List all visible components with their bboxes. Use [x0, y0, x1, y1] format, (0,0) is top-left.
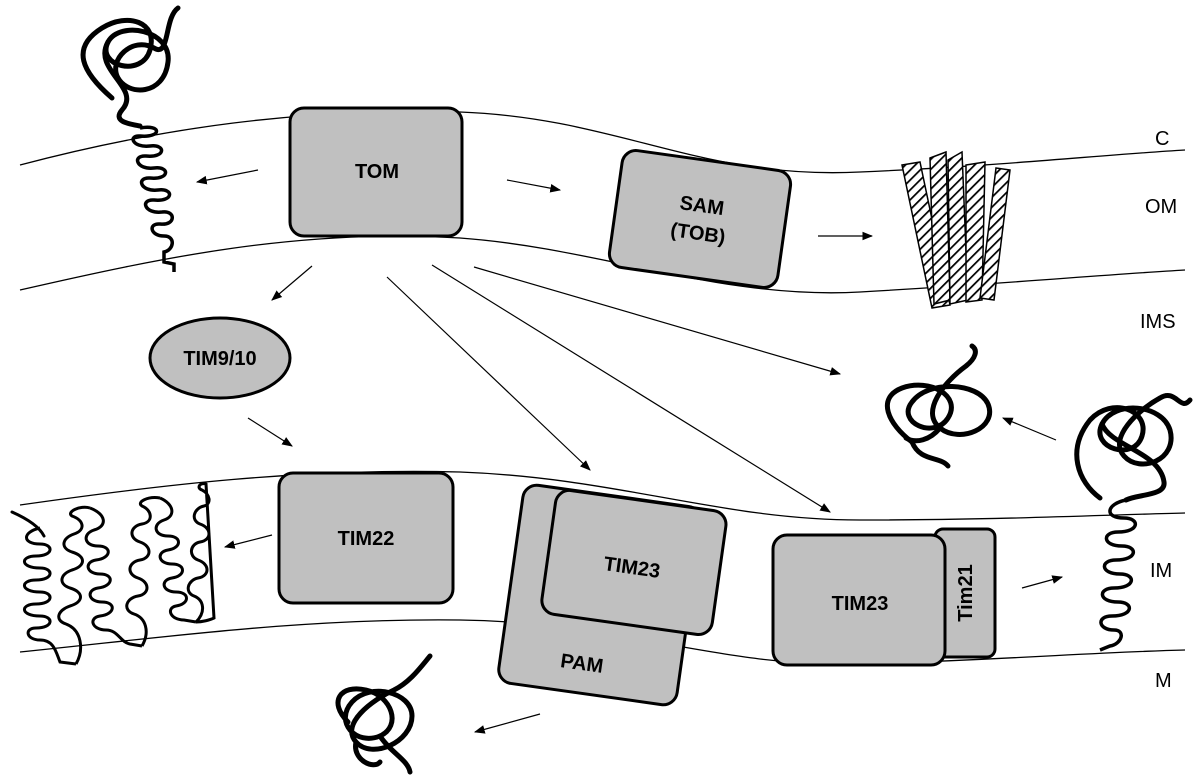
compartment-ims: IMS	[1140, 311, 1176, 333]
arrow-matrix-release	[475, 714, 540, 732]
arrow-tom-to-helix	[197, 170, 258, 182]
arrow-tom-to-pam	[387, 277, 590, 470]
arrow-tom-to-tim910	[272, 266, 312, 300]
tim910-label: TIM9/10	[183, 348, 256, 370]
outer-membrane-top	[20, 111, 1185, 172]
arrow-ims-release	[1003, 418, 1056, 440]
arrow-tim21-to-helix	[1022, 577, 1062, 588]
tim21-label: Tim21	[955, 564, 977, 621]
compartment-c: C	[1155, 128, 1169, 150]
tim23-label: TIM23	[832, 593, 889, 615]
compartment-im: IM	[1150, 560, 1172, 582]
compartment-m: M	[1155, 670, 1172, 692]
tim22-label: TIM22	[338, 528, 395, 550]
inner-membrane-protein	[1077, 395, 1190, 650]
arrow-tom-to-ims	[474, 267, 840, 374]
compartment-om: OM	[1145, 196, 1177, 218]
carrier-protein	[12, 484, 214, 664]
ims-folded-protein	[887, 346, 989, 466]
tom-label: TOM	[355, 161, 399, 183]
arrow-tom-to-tim23	[432, 265, 830, 512]
arrow-tom-to-sam	[507, 180, 560, 190]
arrow-tim910-to-tim22	[248, 418, 292, 446]
matrix-folded-protein	[338, 656, 430, 772]
sam-complex	[608, 149, 793, 290]
outer-membrane-bottom	[20, 236, 1185, 293]
arrow-tim22-to-carrier	[225, 535, 272, 547]
beta-barrel-protein	[902, 152, 1010, 308]
